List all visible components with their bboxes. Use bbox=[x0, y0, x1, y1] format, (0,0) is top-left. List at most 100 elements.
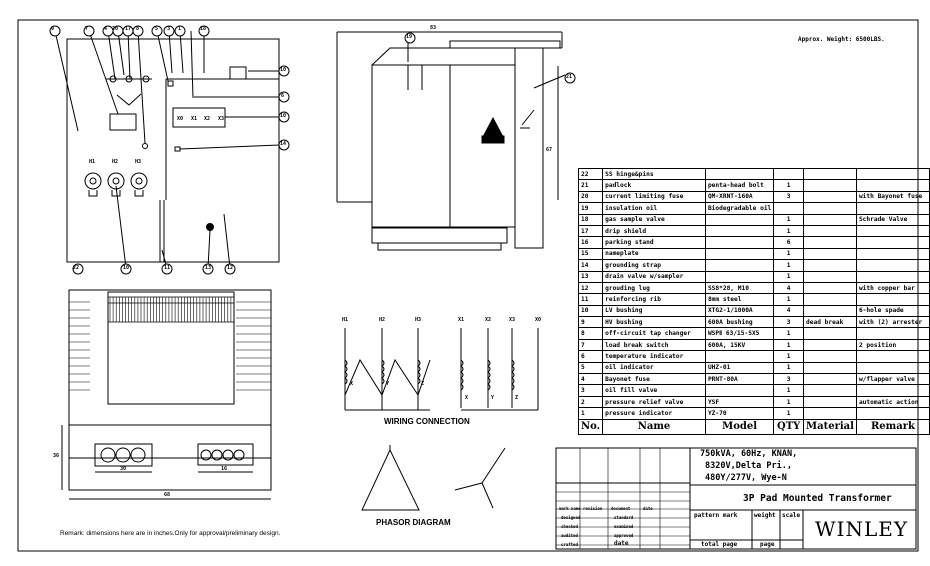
bom-cell-remark bbox=[855, 270, 930, 283]
dim-30: 30 bbox=[120, 466, 127, 472]
callout-22: 22 bbox=[73, 265, 80, 271]
bom-cell-remark: 6-hole spade bbox=[855, 304, 930, 318]
bom-cell-model: YZ-70 bbox=[704, 407, 775, 420]
bom-cell-name: LV bushing bbox=[602, 304, 706, 318]
bom-cell-no: 2 bbox=[577, 395, 604, 409]
bom-cell-model: 600A, 15KV bbox=[704, 338, 775, 352]
bom-cell-qty: 1 bbox=[773, 361, 805, 375]
bom-cell-model: QM-XRNT-160A bbox=[704, 190, 775, 204]
bom-cell-no: 9 bbox=[577, 316, 604, 329]
tb-mark-name: mark name bbox=[559, 506, 581, 511]
bom-cell-no: 12 bbox=[577, 281, 604, 295]
callout-circle bbox=[174, 25, 186, 37]
bom-cell-model bbox=[704, 213, 775, 226]
bom-cell-model bbox=[704, 167, 775, 181]
callout-4: 4 bbox=[104, 26, 108, 32]
hv-label-h2: H2 bbox=[112, 159, 119, 165]
bom-cell-model: XTG2-1/1000A bbox=[704, 304, 775, 318]
bom-cell-name: grouding lug bbox=[602, 281, 706, 295]
callout-20: 20 bbox=[112, 26, 119, 32]
bom-cell-qty: 1 bbox=[773, 270, 805, 283]
phasor-title: PHASOR DIAGRAM bbox=[376, 518, 451, 527]
front-view-outline bbox=[66, 38, 280, 263]
callout-circle bbox=[161, 263, 173, 275]
bom-col-no: No. bbox=[577, 418, 604, 435]
bom-cell-material bbox=[803, 350, 857, 363]
bom-cell-qty: 3 bbox=[773, 190, 805, 204]
callout-circle bbox=[163, 25, 175, 37]
bom-cell-material bbox=[803, 407, 857, 420]
bom-cell-name: temperature indicator bbox=[602, 350, 706, 363]
bom-cell-name: gas sample valve bbox=[602, 213, 706, 226]
bom-cell-model bbox=[704, 236, 775, 249]
bom-cell-material bbox=[803, 236, 857, 249]
bom-cell-no: 19 bbox=[577, 202, 604, 215]
bom-cell-name: drip shield bbox=[602, 224, 706, 238]
bom-cell-no: 20 bbox=[577, 190, 604, 204]
wiring-x2: X2 bbox=[485, 317, 492, 323]
company-name: WINLEY bbox=[815, 517, 909, 541]
lv-terminal-x: X bbox=[465, 395, 469, 401]
bom-cell-remark bbox=[855, 167, 930, 181]
bom-cell-qty: 1 bbox=[773, 384, 805, 397]
callout-right-10b: 10 bbox=[280, 113, 287, 119]
lv-label-x1: X1 bbox=[191, 116, 198, 122]
callout-21: 21 bbox=[566, 74, 573, 80]
bom-cell-model: 600A bushing bbox=[704, 316, 775, 329]
tb-approved: approved bbox=[614, 533, 634, 538]
tb-total-page: total page bbox=[701, 541, 738, 548]
spec-line-3: 480Y/277V, Wye-N bbox=[705, 473, 787, 483]
bom-cell-name: drain valve w/sampler bbox=[602, 270, 706, 283]
bom-cell-model bbox=[704, 270, 775, 283]
callout-bottom-10: 10 bbox=[123, 265, 130, 271]
bom-cell-name: oil indicator bbox=[602, 361, 706, 375]
bom-cell-material bbox=[803, 338, 857, 352]
bom-cell-remark: w/flapper valve bbox=[855, 373, 930, 386]
callout-3: 3 bbox=[167, 26, 171, 32]
bom-cell-model: PRNT-80A bbox=[704, 373, 775, 386]
bom-cell-material bbox=[803, 190, 857, 204]
spec-line-2: 8320V,Delta Pri., bbox=[705, 461, 792, 471]
bom-cell-material bbox=[803, 259, 857, 272]
bom-cell-name: nameplate bbox=[602, 247, 706, 261]
bom-cell-remark: Schrade Valve bbox=[855, 213, 930, 226]
bom-cell-remark bbox=[855, 361, 930, 375]
bom-cell-remark bbox=[855, 202, 930, 215]
bom-cell-qty: 1 bbox=[773, 213, 805, 226]
bom-cell-no: 16 bbox=[577, 236, 604, 249]
weight-note: Approx. Weight: 6500LBS. bbox=[798, 36, 885, 43]
lv-label-x3: X3 bbox=[218, 116, 225, 122]
bom-cell-remark bbox=[855, 247, 930, 261]
callout-circle bbox=[49, 25, 61, 37]
bom-cell-name: reinforcing rib bbox=[602, 293, 706, 306]
bom-cell-no: 15 bbox=[577, 247, 604, 261]
tb-date2: date bbox=[614, 540, 629, 547]
dim-83: 83 bbox=[430, 25, 437, 31]
bom-col-model: Model bbox=[704, 418, 775, 435]
callout-5: 5 bbox=[155, 26, 159, 32]
bom-col-material: Material bbox=[803, 418, 857, 435]
bom-cell-remark bbox=[855, 179, 930, 192]
bom-cell-qty: 1 bbox=[773, 259, 805, 272]
bom-cell-qty: 3 bbox=[773, 373, 805, 386]
bom-cell-qty: 1 bbox=[773, 338, 805, 352]
dim-68: 68 bbox=[164, 492, 171, 498]
tb-pattern-mark: pattern mark bbox=[694, 512, 738, 519]
bom-cell-material bbox=[803, 167, 857, 181]
bom-cell-model: penta-head bolt bbox=[704, 179, 775, 192]
bom-cell-remark bbox=[855, 236, 930, 249]
side-view-cabinet bbox=[371, 64, 516, 228]
callout-right-14: 14 bbox=[280, 141, 287, 147]
tb-standard: standard bbox=[614, 515, 634, 520]
bom-cell-model: YSF bbox=[704, 395, 775, 409]
callout-18: 18 bbox=[200, 26, 207, 32]
